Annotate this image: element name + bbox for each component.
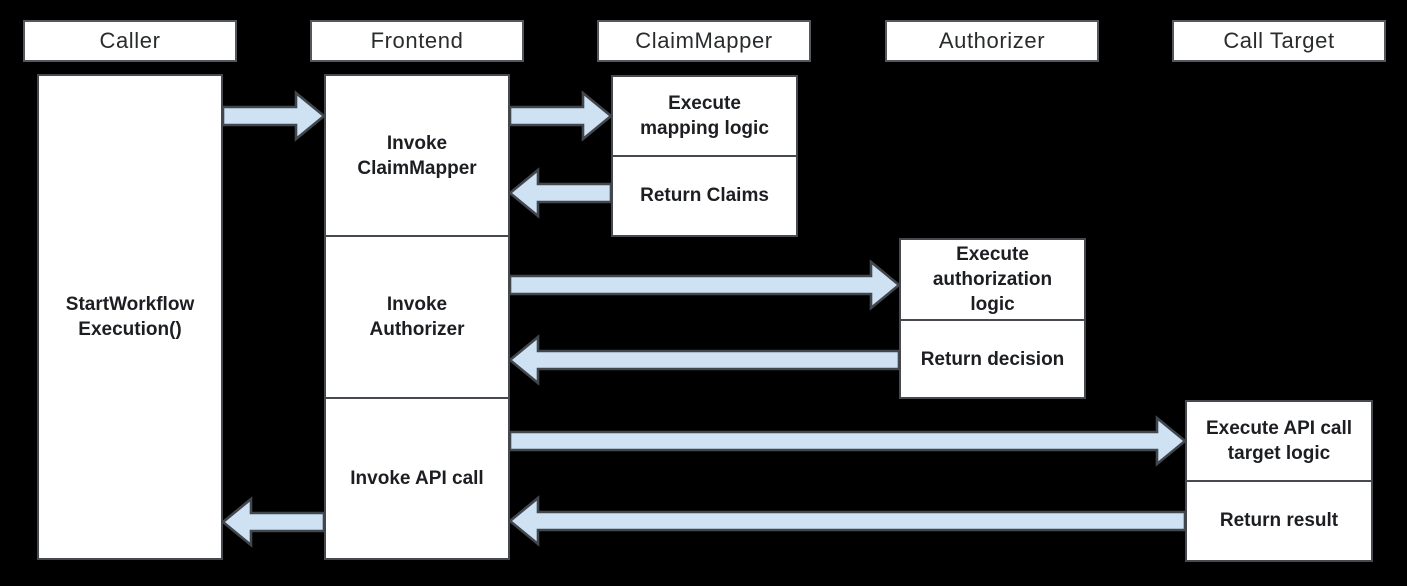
lane-header-call-target: Call Target: [1172, 20, 1386, 62]
step-execute-api-call-target-logic: Execute API call target logic: [1205, 417, 1353, 464]
lane-header-claimmapper: ClaimMapper: [597, 20, 811, 62]
step-execute-authorization-logic: Execute authorization logic: [932, 244, 1053, 316]
arrow-frontend-invokes-call-target: [508, 415, 1188, 467]
activation-claimmapper: Execute mapping logic Return Claims: [611, 75, 798, 237]
step-invoke-authorizer: Invoke Authorizer: [326, 235, 508, 396]
lane-header-caller: Caller: [23, 20, 237, 62]
step-start-workflow-execution: StartWorkflow Execution(): [65, 293, 195, 340]
arrow-caller-invokes-frontend: [221, 90, 327, 142]
arrow-call-target-returns-result: [507, 495, 1187, 547]
step-invoke-claimmapper: Invoke ClaimMapper: [357, 132, 477, 179]
lane-header-authorizer: Authorizer: [885, 20, 1099, 62]
step-return-decision: Return decision: [901, 319, 1084, 397]
lane-header-caller-label: Caller: [99, 28, 161, 53]
lane-header-authorizer-label: Authorizer: [938, 28, 1046, 53]
lane-header-claimmapper-label: ClaimMapper: [635, 28, 773, 53]
arrow-frontend-invokes-authorizer: [508, 259, 902, 311]
activation-caller: StartWorkflow Execution(): [37, 74, 223, 560]
arrow-frontend-invokes-claimmapper: [508, 90, 614, 142]
step-execute-mapping-logic: Execute mapping logic: [640, 92, 769, 139]
arrow-authorizer-returns-decision: [507, 334, 901, 386]
activation-authorizer: Execute authorization logic Return decis…: [899, 238, 1086, 399]
arrow-frontend-returns-to-caller: [220, 496, 326, 548]
arrow-claimmapper-returns-claims: [507, 167, 613, 219]
activation-call-target: Execute API call target logic Return res…: [1185, 400, 1373, 562]
lane-header-frontend-label: Frontend: [370, 28, 464, 53]
lane-header-call-target-label: Call Target: [1223, 28, 1335, 53]
lane-header-frontend: Frontend: [310, 20, 524, 62]
activation-frontend: Invoke ClaimMapper Invoke Authorizer Inv…: [324, 74, 510, 560]
step-return-result: Return result: [1187, 480, 1371, 560]
step-invoke-api-call: Invoke API call: [326, 396, 508, 558]
step-return-claims: Return Claims: [613, 155, 796, 235]
